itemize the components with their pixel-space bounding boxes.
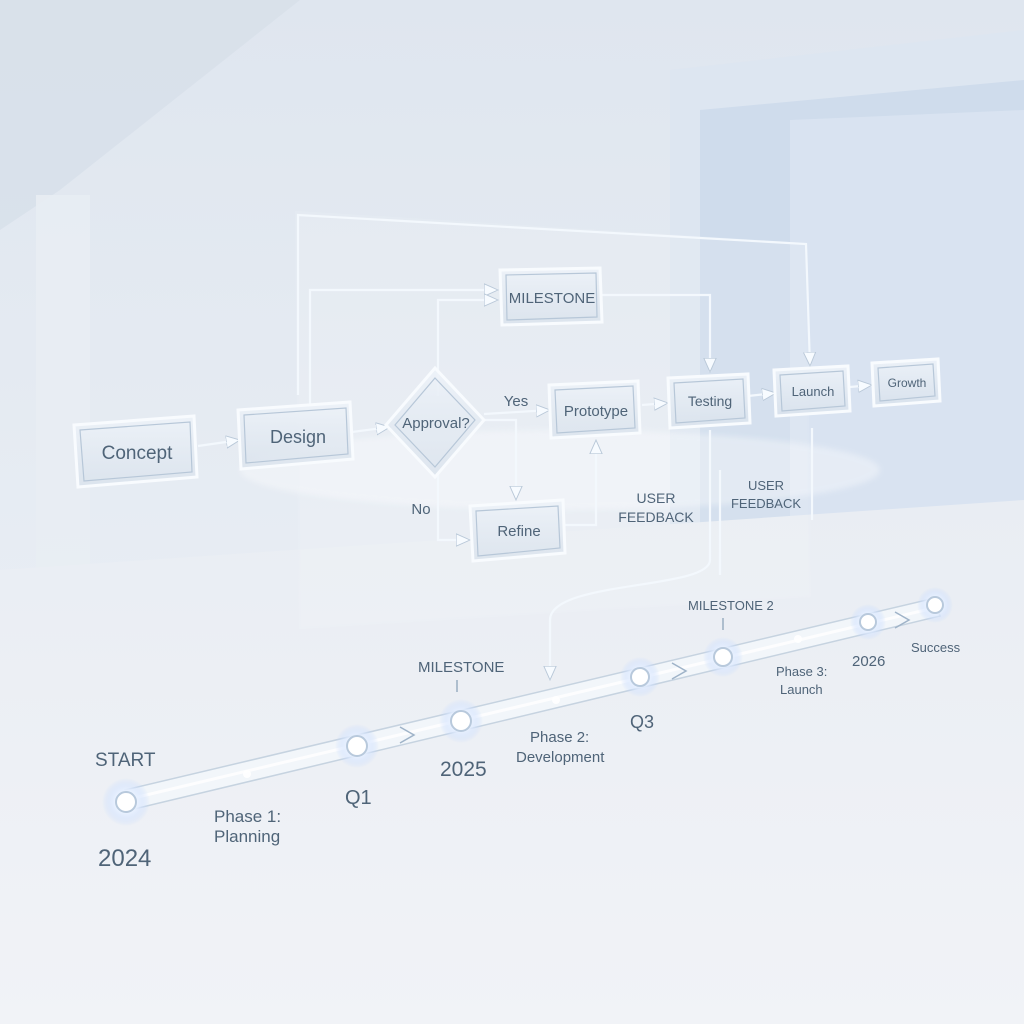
node-growth: Growth: [870, 357, 942, 408]
timeline-node-success: [917, 587, 953, 623]
node-concept-label: Concept: [102, 443, 173, 464]
timeline-q3-label: Q3: [630, 712, 654, 732]
timeline-phase-2-line-1: Phase 2:: [530, 729, 589, 746]
timeline-q1-label: Q1: [345, 787, 372, 809]
node-prototype: Prototype: [547, 379, 642, 440]
timeline-year-2025: 2025: [440, 758, 487, 781]
node-testing: Testing: [666, 372, 752, 430]
timeline-phase-3-line-1: Phase 3:: [776, 664, 827, 679]
timeline-phase-2-line-2: Development: [516, 749, 605, 766]
node-testing-label: Testing: [688, 393, 732, 409]
timeline-node-milestone: [439, 699, 483, 743]
timeline-phase-3-line-2: Launch: [780, 682, 823, 697]
timeline-start-label: START: [95, 750, 156, 771]
timeline-node-start: [102, 778, 150, 826]
timeline-phase-1-line-1: Phase 1:: [214, 807, 281, 826]
node-refine: Refine: [468, 498, 567, 563]
user-feedback-label-1-line-2: FEEDBACK: [618, 509, 694, 525]
flow-connectors: [197, 213, 872, 680]
node-prototype-label: Prototype: [564, 403, 628, 420]
timeline-phase-1-line-2: Planning: [214, 827, 280, 846]
node-growth-label: Growth: [888, 376, 927, 390]
timeline-success-label: Success: [911, 640, 961, 655]
node-launch-label: Launch: [792, 384, 835, 399]
timeline-node-q3: [620, 657, 660, 697]
timeline-node-2026: [850, 604, 886, 640]
timeline-year-2024: 2024: [98, 845, 151, 872]
node-approval-decision: Approval?: [383, 365, 487, 480]
timeline-node-milestone-2: [703, 637, 743, 677]
edge-label-yes: Yes: [504, 393, 528, 410]
node-refine-label: Refine: [497, 523, 540, 540]
timeline-node-q1: [335, 724, 379, 768]
node-milestone-label: MILESTONE: [509, 290, 595, 307]
node-milestone: MILESTONE: [498, 266, 604, 327]
timeline-year-2026: 2026: [852, 653, 885, 670]
node-design: Design: [236, 400, 355, 471]
edge-label-no: No: [411, 501, 430, 518]
timeline-milestone-2-label: MILESTONE 2: [688, 598, 774, 613]
node-launch: Launch: [772, 364, 852, 418]
user-feedback-label-2-line-2: FEEDBACK: [731, 496, 801, 511]
user-feedback-label-1-line-1: USER: [637, 490, 676, 506]
node-design-label: Design: [270, 427, 326, 447]
node-approval-label: Approval?: [402, 415, 470, 432]
user-feedback-label-2-line-1: USER: [748, 478, 784, 493]
node-concept: Concept: [72, 414, 199, 489]
timeline-milestone-label: MILESTONE: [418, 659, 504, 676]
